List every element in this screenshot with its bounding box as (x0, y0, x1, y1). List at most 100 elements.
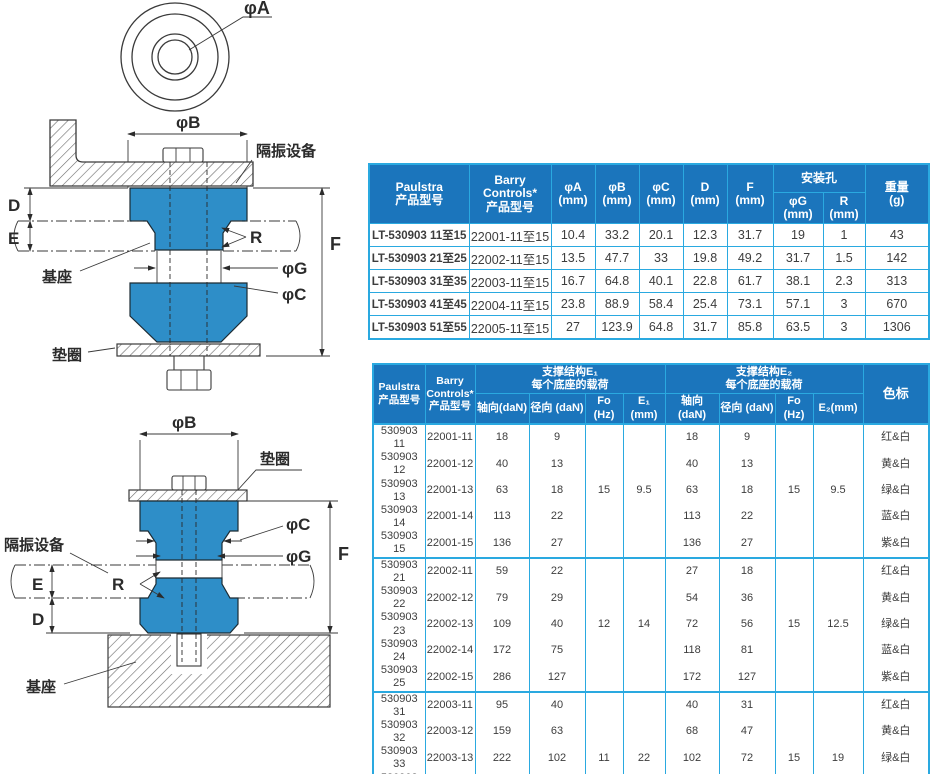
dim-d: D (8, 187, 128, 222)
spec-header-mounting-hole: 安装孔 (772, 163, 866, 193)
table-cell: 286 (474, 664, 530, 692)
mount-lower-rubber (129, 282, 248, 343)
table-cell: 绿&白 (862, 745, 930, 772)
ground-block (107, 633, 331, 708)
table-cell: 16.7 (550, 269, 596, 294)
spec-header-d: D (mm) (682, 163, 728, 225)
mount-lower-rubber (139, 577, 239, 634)
phi-c-callout: φC (239, 515, 310, 541)
spec-header-f: F (mm) (726, 163, 774, 225)
table-cell: 530903 22 (372, 585, 426, 612)
table-cell: 40 (528, 690, 586, 719)
table-cell: 61.7 (726, 269, 774, 294)
table-cell: LT-530903 11至15 (368, 223, 470, 248)
table-cell: 18 (528, 477, 586, 504)
table-cell: 18 (664, 422, 720, 452)
table-cell: 9.5 (812, 422, 864, 558)
base-callout: 基座 (25, 661, 137, 696)
table-cell: 175 (528, 771, 586, 774)
table-cell: 黄&白 (862, 585, 930, 612)
table-cell: 40 (528, 611, 586, 638)
table-cell: 113 (474, 503, 530, 531)
table-cell: 47 (718, 718, 776, 746)
table-cell: 22 (528, 556, 586, 585)
phi-g-callout: φG (134, 259, 307, 278)
table-cell: 102 (664, 745, 720, 772)
table-cell: 18 (474, 422, 530, 452)
spec-header-weight: 重量 (g) (864, 163, 930, 225)
table-cell: 蓝&白 (862, 503, 930, 531)
table-cell: 9 (528, 422, 586, 452)
table-cell: 22001-12 (424, 451, 476, 478)
diagram-section-top: φA φB 隔振设备 (8, 0, 341, 391)
table-cell: 22.8 (682, 269, 728, 294)
table-cell: 13 (718, 451, 776, 478)
table-cell: 64.8 (638, 315, 684, 340)
table-cell: 22003-13 (424, 745, 476, 772)
table-cell: 57.1 (772, 292, 824, 317)
bolt-end (166, 355, 212, 391)
table-cell: 9.5 (622, 422, 666, 558)
table-cell: 102 (528, 745, 586, 772)
load-header-color: 色标 (862, 363, 930, 425)
phi-g-label: φG (286, 547, 311, 566)
phi-a-label: φA (244, 0, 270, 18)
table-cell: 25.4 (682, 292, 728, 317)
table-cell: 14 (622, 556, 666, 692)
dim-d-label: D (32, 610, 44, 629)
table-cell: 绿&白 (862, 477, 930, 504)
load-header-e1: E₁ (mm) (622, 393, 666, 425)
phi-b-dim: φB (139, 413, 239, 496)
phi-g-label: φG (282, 259, 307, 278)
table-cell: 75 (528, 637, 586, 665)
table-cell: 29 (528, 585, 586, 612)
load-header-e2: E₂(mm) (812, 393, 864, 425)
table-cell: 27 (718, 530, 776, 558)
table-cell: 530903 15 (372, 530, 426, 558)
table-cell: 43 (864, 223, 930, 248)
table-cell: 530903 31 (372, 690, 426, 719)
dim-e-label: E (8, 229, 19, 248)
table-cell: 蓝&白 (862, 771, 930, 774)
table-cell: 58.4 (638, 292, 684, 317)
equipment-callout: 隔振设备 (4, 536, 109, 574)
load-header-barry: Barry Controls* 产品型号 (424, 363, 476, 425)
spec-header-phi-a: φA (mm) (550, 163, 596, 225)
phi-c-label: φC (282, 285, 306, 304)
table-cell: 40.1 (638, 269, 684, 294)
table-cell: 22001-15 (424, 530, 476, 558)
spec-header-paulstra: Paulstra 产品型号 (368, 163, 470, 225)
equipment-plate (49, 119, 254, 187)
table-cell: 22002-12 (424, 585, 476, 612)
table-cell: 63 (664, 477, 720, 504)
table-cell: 27 (528, 530, 586, 558)
table-cell: 85.8 (726, 315, 774, 340)
table-cell: LT-530903 41至45 (368, 292, 470, 317)
table-cell: 3 (822, 315, 866, 340)
table-cell: 15 (774, 422, 814, 558)
table-cell: 63 (528, 718, 586, 746)
top-nut (171, 475, 207, 491)
load-table: Paulstra 产品型号 Barry Controls* 产品型号 支撑结构E… (372, 363, 930, 774)
washer (128, 489, 248, 502)
table-cell: 22001-13 (424, 477, 476, 504)
load-header-e2-group: 支撑结构E₂ 每个底座的载荷 (664, 363, 864, 395)
table-cell: 22004-11至15 (468, 292, 552, 317)
table-cell: 56 (718, 611, 776, 638)
table-cell: 31.7 (726, 223, 774, 248)
table-cell: 20.1 (638, 223, 684, 248)
load-header-fo1: Fo (Hz) (584, 393, 624, 425)
table-cell: 33.2 (594, 223, 640, 248)
washer-callout: 垫圈 (52, 346, 116, 364)
table-cell: 81 (718, 637, 776, 665)
table-cell: 22001-11至15 (468, 223, 552, 248)
